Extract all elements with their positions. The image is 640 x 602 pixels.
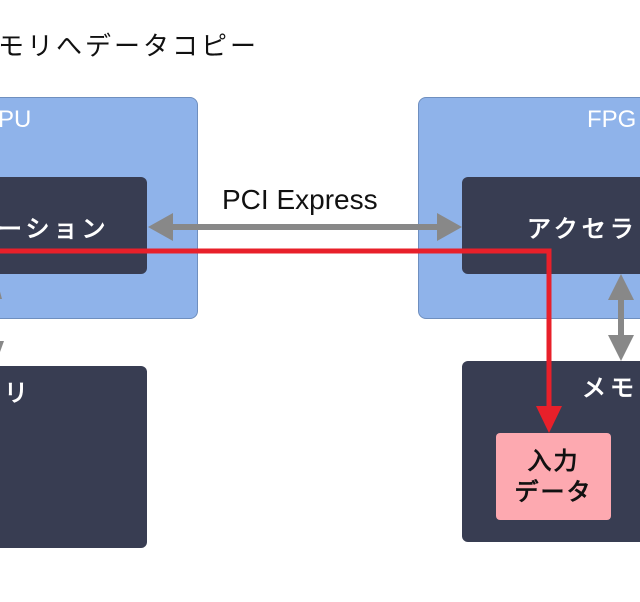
host-application-label: ーション — [0, 215, 110, 243]
input-data-label-line1: 入力 — [527, 446, 580, 475]
diagram-title: モリへデータコピー — [0, 32, 260, 62]
input-data-label-line2: データ — [514, 477, 593, 506]
input-data-block: 入力 データ — [496, 433, 611, 520]
pci-express-label: PCI Express — [222, 184, 378, 215]
fpga-memory-label: メモ — [582, 374, 638, 402]
host-memory-arrow-head-down — [0, 341, 4, 352]
host-memory-label: リ — [4, 379, 32, 407]
host-panel-label: PU — [0, 106, 32, 133]
accelerator-label: アクセラ — [527, 215, 638, 243]
fpga-memory-arrow-head-down — [608, 335, 634, 361]
input-data-label: 入力 データ — [515, 446, 593, 508]
fpga-panel-label: FPG — [587, 106, 637, 133]
